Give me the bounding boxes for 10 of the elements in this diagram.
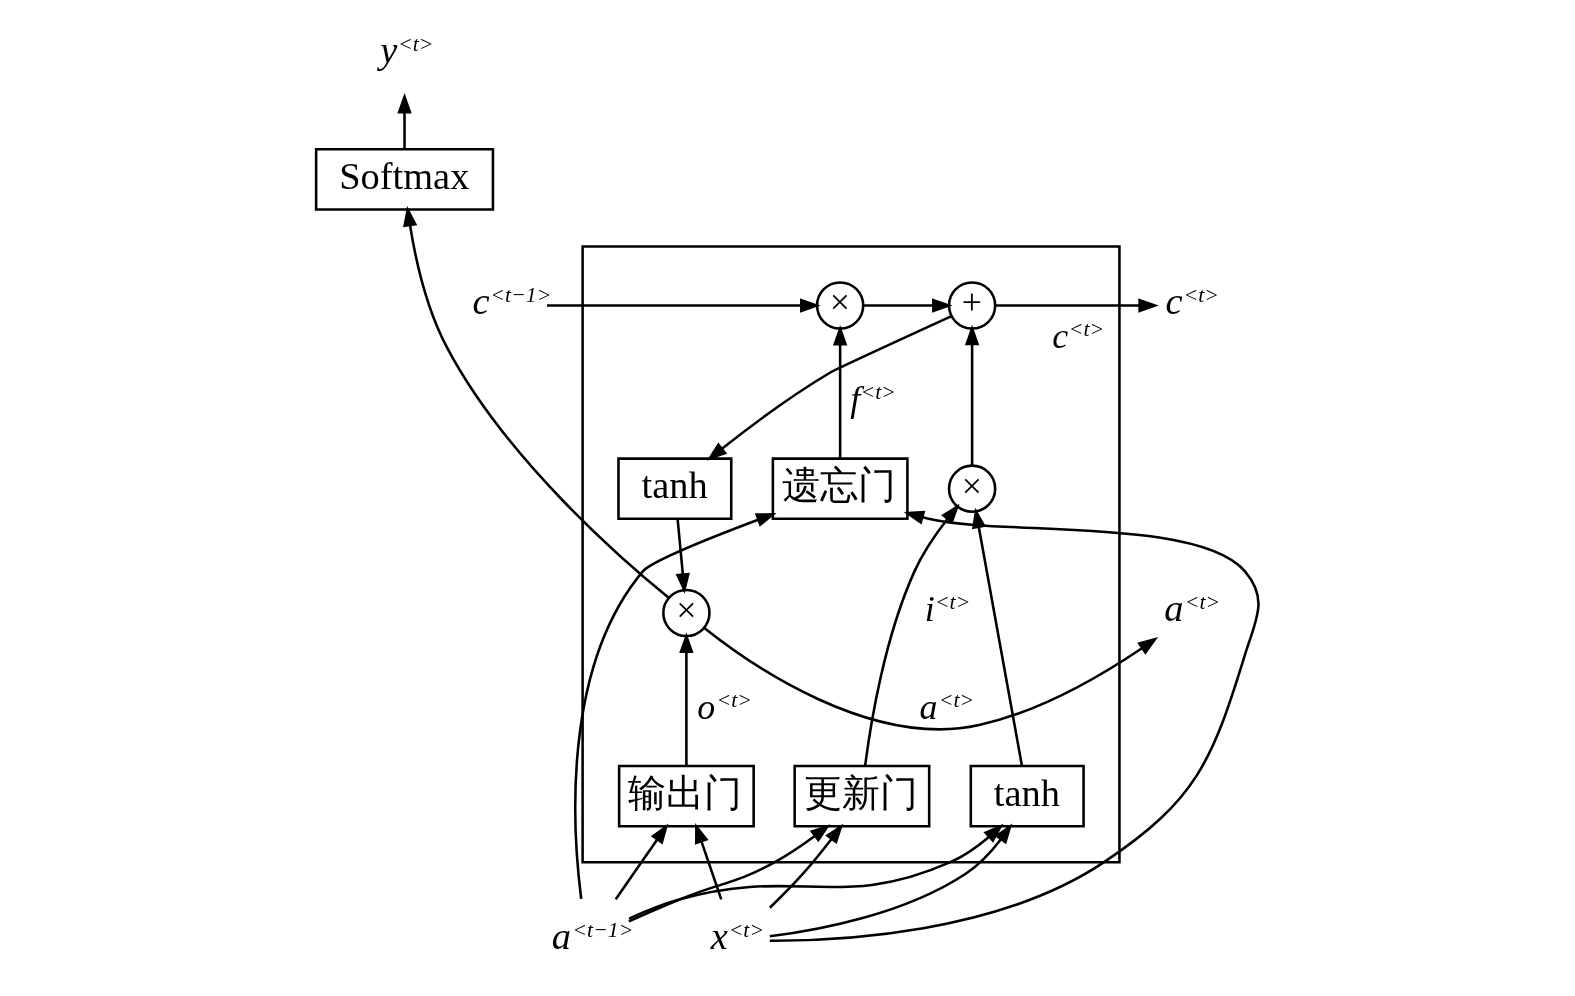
edge-label: o$^{<t>}$ (697, 686, 752, 727)
node-text: c$^{<t>}$ (1165, 279, 1219, 322)
edge-label: i$^{<t>}$ (924, 589, 971, 630)
node-text: a$^{<t−1>}$ (551, 915, 634, 958)
node-text: x$^{<t>}$ (710, 915, 765, 958)
edge-label: c$^{<t>}$ (1052, 315, 1105, 356)
edge-label: a$^{<t>}$ (919, 686, 975, 727)
node-text: c$^{<t−1>}$ (472, 279, 552, 322)
edge-label: f$^{<t>}$ (850, 379, 897, 420)
node-text: a$^{<t>}$ (1164, 587, 1221, 630)
